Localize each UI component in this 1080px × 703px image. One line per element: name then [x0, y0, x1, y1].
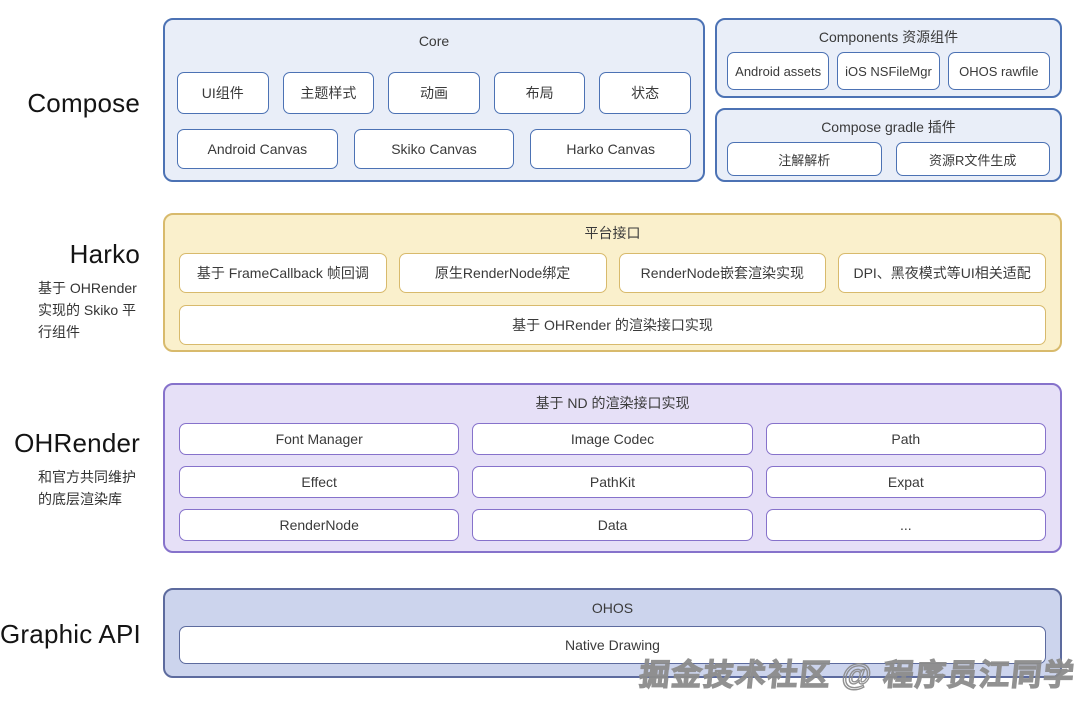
core-panel-title: Core: [418, 33, 450, 49]
gradle-panel-title: Compose gradle 插件: [821, 119, 956, 135]
graphic-api-panel: OHOS Native Drawing: [163, 588, 1062, 678]
gradle-module-box: 注解解析: [727, 142, 882, 176]
render-module-box: Font Manager: [179, 423, 460, 455]
render-module-box: RenderNode: [179, 509, 460, 541]
render-module-box: Image Codec: [472, 423, 753, 455]
core-module-box: 动画: [388, 72, 480, 114]
layer-label-ohrender: OHRender: [14, 428, 140, 458]
render-module-box: ...: [765, 509, 1046, 541]
canvas-module-box: Skiko Canvas: [353, 129, 515, 169]
ohrender-panel-title: 基于 ND 的渲染接口实现: [535, 395, 690, 411]
canvas-module-box: Android Canvas: [177, 129, 338, 169]
platform-module-box: 原生RenderNode绑定: [398, 253, 607, 293]
watermark: 掘金技术社区 @ 程序员江同学: [637, 658, 1078, 692]
core-row-1: UI组件主题样式动画布局状态: [177, 72, 691, 114]
core-module-box: 状态: [599, 72, 691, 114]
gradle-panel: Compose gradle 插件 注解解析资源R文件生成: [715, 108, 1062, 182]
harko-row-2: 基于 OHRender 的渲染接口实现: [179, 305, 1046, 345]
components-panel-title: Components 资源组件: [818, 29, 959, 45]
harko-row-1: 基于 FrameCallback 帧回调原生RenderNode绑定 Render…: [179, 253, 1046, 293]
render-module-box: Effect: [179, 466, 460, 498]
core-module-box: 布局: [493, 72, 586, 114]
layer-label-compose: Compose: [27, 88, 140, 118]
layer-label-graphic-api: Graphic API: [0, 619, 141, 649]
layer-label-harko: Harko: [69, 239, 140, 269]
core-row-2: Android Canvas Skiko Canvas Harko Canvas: [177, 129, 692, 169]
graphic-api-row: Native Drawing: [179, 626, 1046, 664]
platform-module-box: RenderNode嵌套渲染实现: [618, 253, 827, 293]
resource-module-box: Android assets: [727, 52, 830, 90]
render-interface-box: 基于 OHRender 的渲染接口实现: [179, 305, 1046, 345]
render-module-box: Data: [472, 509, 753, 541]
platform-module-box: 基于 FrameCallback 帧回调: [179, 253, 387, 293]
render-module-box: Path: [765, 423, 1046, 455]
layer-sublabel-ohrender: 和官方共同维护的底层渲染库: [38, 469, 136, 507]
native-drawing-box: Native Drawing: [179, 626, 1046, 664]
render-module-box: Expat: [765, 466, 1046, 498]
core-panel: Core UI组件主题样式动画布局状态 Android Canvas Skiko …: [163, 18, 705, 182]
gradle-row: 注解解析资源R文件生成: [727, 142, 1050, 176]
gradle-module-box: 资源R文件生成: [895, 142, 1050, 176]
canvas-module-box: Harko Canvas: [530, 129, 692, 169]
platform-module-box: DPI、黑夜模式等UI相关适配: [838, 253, 1046, 293]
harko-panel-title: 平台接口: [584, 225, 641, 241]
core-module-box: 主题样式: [282, 72, 375, 114]
graphic-api-panel-title: OHOS: [591, 600, 634, 616]
layer-sublabel-harko: 基于 OHRender 实现的 Skiko 平行组件: [38, 280, 137, 340]
resource-module-box: iOS NSFileMgr: [837, 52, 940, 90]
render-module-box: PathKit: [472, 466, 753, 498]
harko-panel: 平台接口 基于 FrameCallback 帧回调原生RenderNode绑定 R…: [163, 213, 1062, 352]
resource-module-box: OHOS rawfile: [947, 52, 1050, 90]
core-module-box: UI组件: [177, 72, 269, 114]
